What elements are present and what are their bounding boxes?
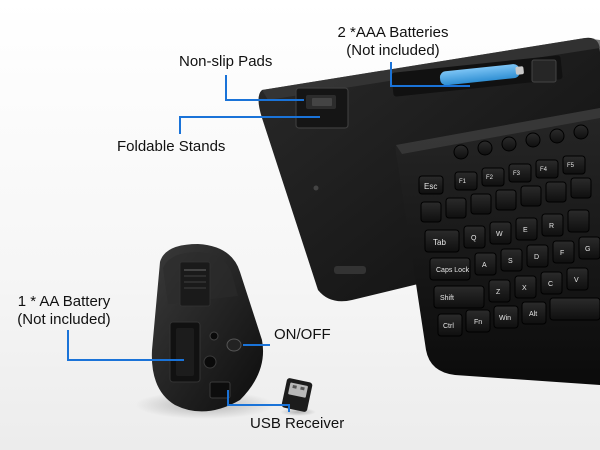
- usb-receiver-icon: [280, 378, 316, 416]
- key-f2: F2: [486, 175, 494, 181]
- callout-line-stands: [179, 116, 320, 134]
- key-esc: Esc: [424, 182, 437, 191]
- key-g: G: [585, 246, 590, 253]
- callout-non-slip-pads: Non-slip Pads: [179, 53, 273, 70]
- key-f3: F3: [513, 171, 521, 177]
- callout-foldable-stands: Foldable Stands: [117, 138, 226, 155]
- sensor-icon: [203, 355, 217, 369]
- key-r: R: [549, 223, 554, 230]
- power-switch-icon: [226, 338, 242, 352]
- number-key-row: [420, 177, 592, 223]
- key-caps-lock: Caps Lock: [436, 267, 470, 274]
- z-key-row: Shift Z X C V: [433, 267, 589, 309]
- key-e: E: [523, 227, 528, 234]
- key-f1: F1: [459, 179, 467, 185]
- key-fn: Fn: [474, 319, 482, 326]
- key-f4: F4: [540, 167, 548, 173]
- callout-aaa-line2: (Not included): [346, 42, 440, 59]
- key-ctrl: Ctrl: [443, 323, 454, 330]
- callout-on-off: ON/OFF: [274, 326, 331, 343]
- key-v: V: [574, 277, 579, 284]
- callout-line-usb: [227, 390, 290, 412]
- function-key-row: Esc F1 F2 F3 F4 F5: [418, 155, 586, 195]
- a-key-row: Caps Lock A S D F G: [429, 236, 600, 281]
- key-a: A: [482, 262, 487, 269]
- callout-usb-receiver: USB Receiver: [250, 415, 345, 432]
- callout-line-pads: [225, 75, 304, 101]
- non-slip-pad-icon: [334, 266, 366, 274]
- key-x: X: [522, 285, 527, 292]
- key-f: F: [560, 250, 564, 257]
- key-win: Win: [499, 315, 511, 322]
- bottom-key-row: Ctrl Fn Win Alt: [437, 297, 600, 337]
- callout-aaa-line1: 2 *AAA Batteries: [337, 24, 449, 41]
- media-key-row: [453, 124, 589, 160]
- key-alt: Alt: [529, 311, 537, 318]
- callout-lines: [67, 62, 470, 412]
- key-w: W: [496, 231, 503, 238]
- receiver-slot: [209, 381, 231, 399]
- key-f5: F5: [567, 163, 575, 169]
- q-key-row: Tab Q W E R: [424, 209, 590, 253]
- foldable-stand-icon: [295, 87, 349, 129]
- keyboard-front: Esc F1 F2 F3 F4 F5 Tab Q: [395, 108, 600, 385]
- mouse-underside: [151, 244, 264, 412]
- callout-line-aaa: [390, 62, 470, 87]
- key-c: C: [548, 281, 553, 288]
- callout-aa-line2: (Not included): [17, 311, 111, 328]
- callout-aaa-batteries: 2 *AAA Batteries (Not included): [318, 24, 468, 60]
- callout-aa-battery: 1 * AA Battery (Not included): [6, 293, 122, 329]
- key-d: D: [534, 254, 539, 261]
- callout-aa-line1: 1 * AA Battery: [17, 293, 111, 310]
- aaa-battery-icon: [439, 64, 524, 86]
- key-s: S: [508, 258, 513, 265]
- key-z: Z: [496, 289, 501, 296]
- key-tab: Tab: [433, 238, 446, 247]
- key-shift: Shift: [440, 295, 454, 302]
- key-q: Q: [471, 235, 477, 242]
- callout-line-aa: [67, 330, 184, 361]
